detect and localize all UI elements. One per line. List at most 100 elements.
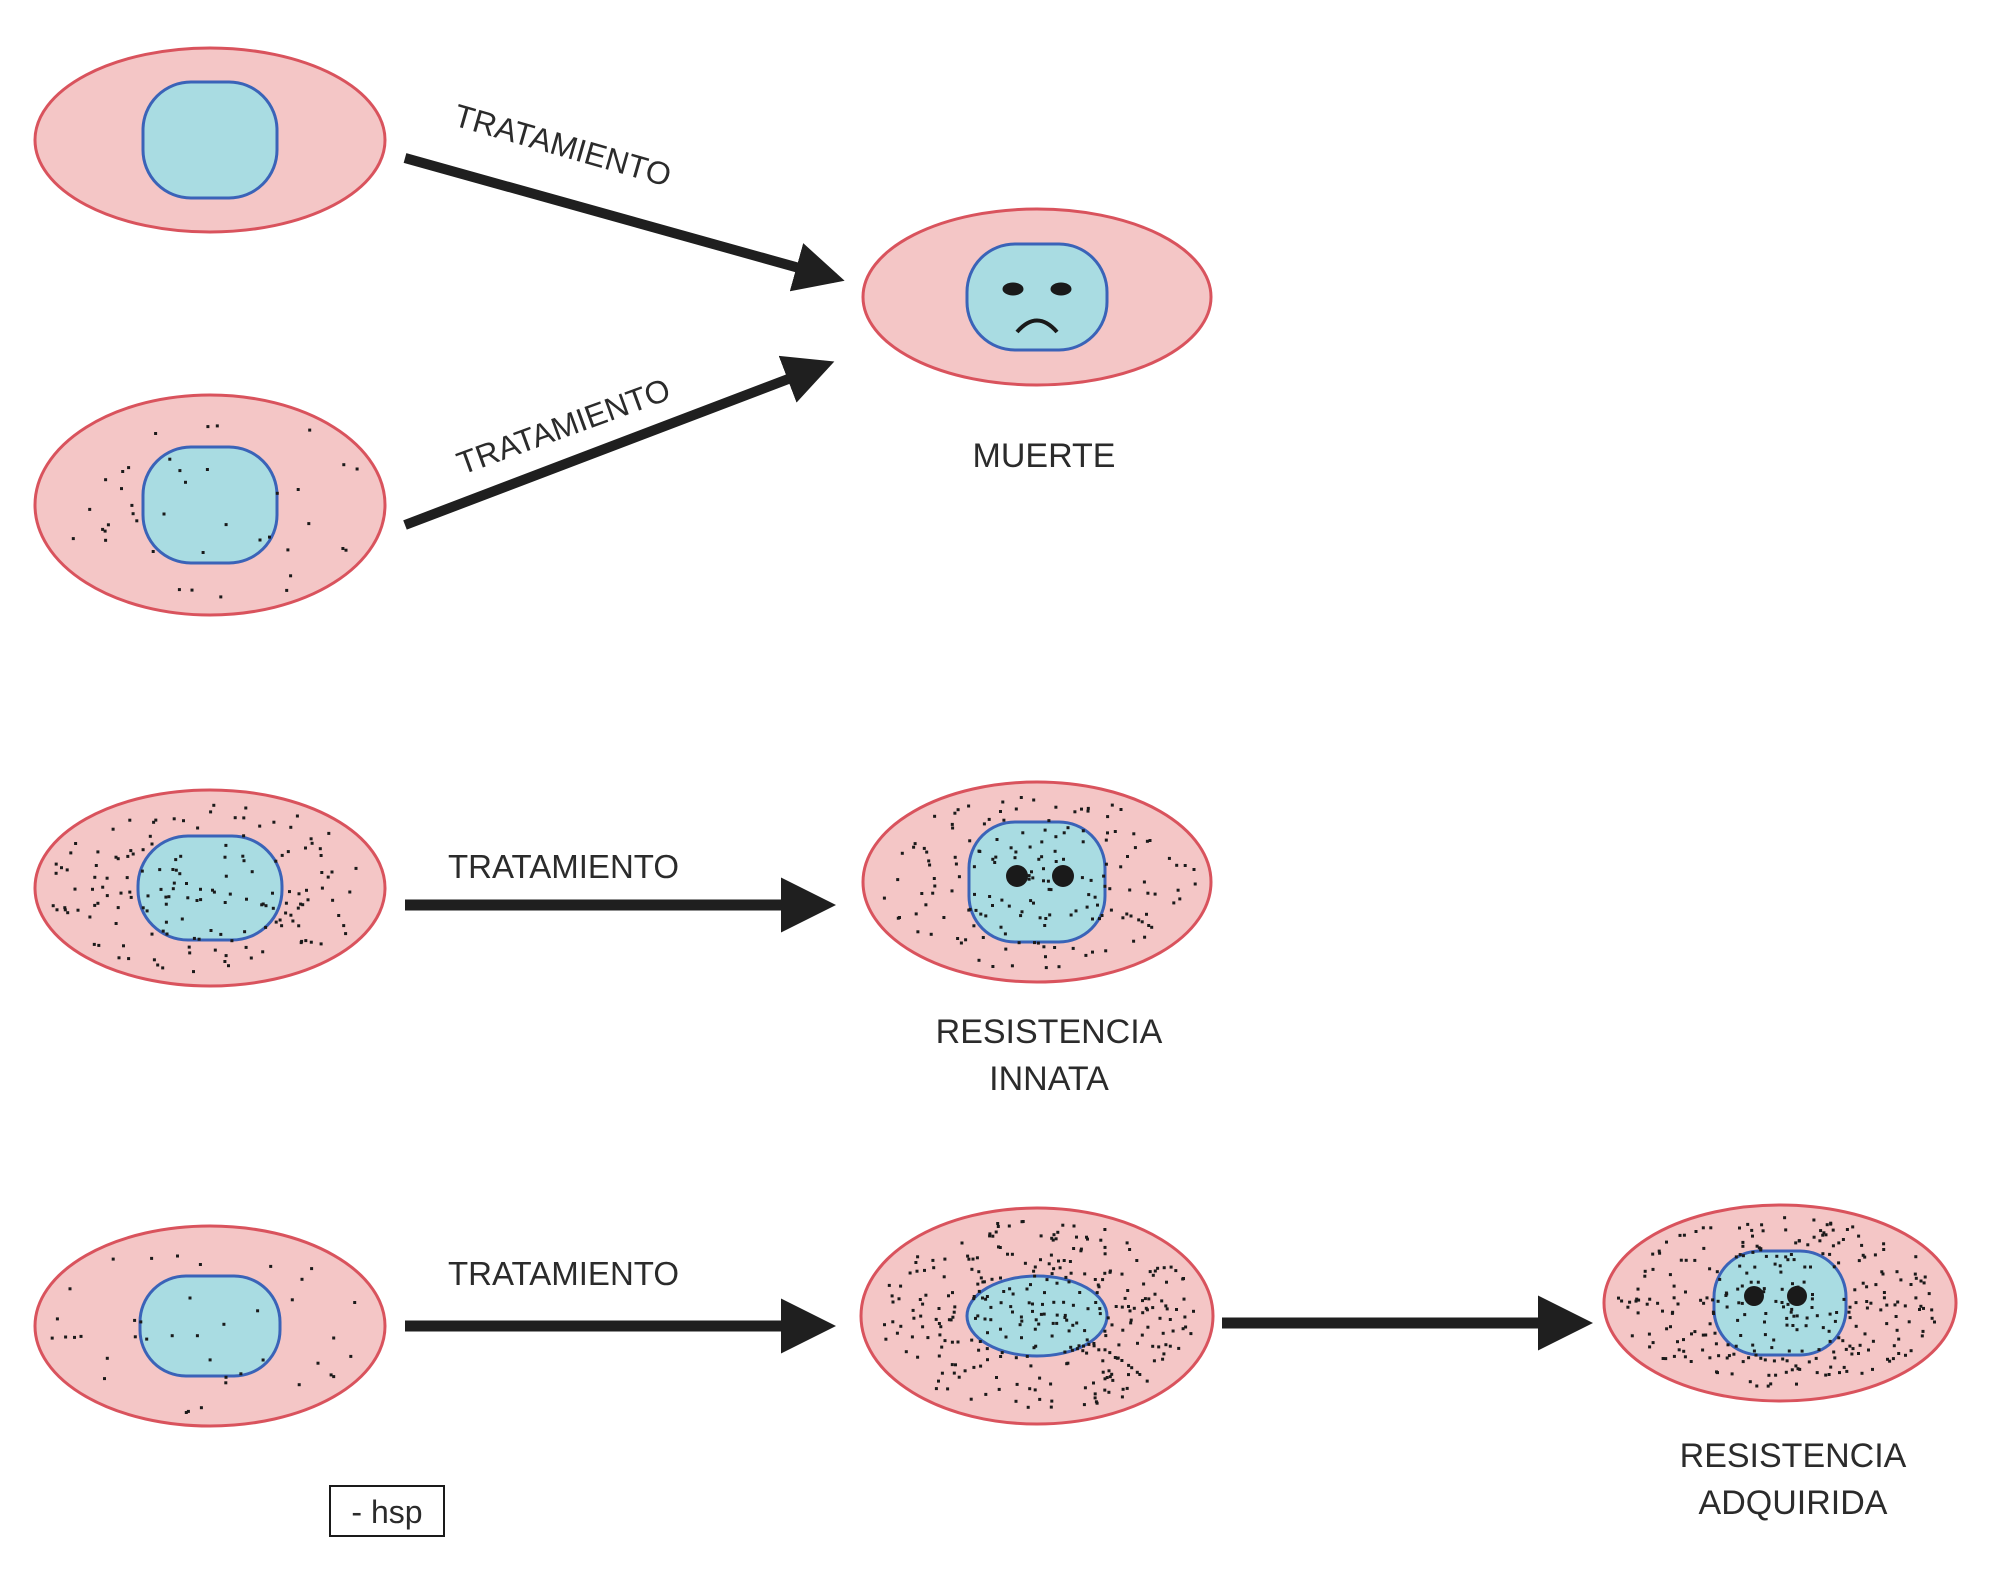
- hsp-dot: [1891, 1357, 1895, 1361]
- hsp-dot: [1770, 1346, 1774, 1350]
- hsp-dot: [140, 869, 144, 873]
- hsp-dot: [1865, 1300, 1869, 1303]
- hsp-dot: [1785, 1316, 1789, 1320]
- hsp-dot: [1141, 1311, 1145, 1315]
- hsp-dot: [1053, 849, 1057, 853]
- hsp-dot: [1072, 1247, 1076, 1250]
- hsp-dot: [185, 882, 188, 885]
- hsp-dot: [1636, 1311, 1640, 1315]
- hsp-dot: [1095, 1291, 1099, 1295]
- hsp-dot: [1807, 1360, 1811, 1364]
- hsp-dot: [1062, 1259, 1066, 1262]
- hsp-dot: [1125, 1241, 1129, 1245]
- hsp-dot: [1080, 807, 1083, 811]
- hsp-dot: [940, 1345, 944, 1349]
- hsp-dot: [1172, 901, 1176, 905]
- hsp-dot: [296, 906, 300, 910]
- hsp-dot: [1888, 1359, 1892, 1363]
- hsp-dot: [915, 1269, 919, 1273]
- hsp-dot: [1672, 1296, 1676, 1300]
- hsp-dot: [1049, 1382, 1053, 1386]
- hsp-dot: [957, 875, 961, 879]
- hsp-dot: [932, 877, 936, 880]
- hsp-dot: [1071, 1323, 1075, 1327]
- hsp-dot: [1115, 1356, 1119, 1360]
- hsp-dot: [1874, 1283, 1878, 1287]
- hsp-dot: [1129, 1321, 1133, 1325]
- hsp-dot: [1665, 1240, 1668, 1244]
- hsp-dot: [139, 1320, 143, 1324]
- hsp-dot: [1161, 1357, 1165, 1361]
- hsp-dot: [937, 1322, 941, 1325]
- hsp-dot: [1008, 1287, 1012, 1291]
- hsp-dot: [290, 1298, 294, 1302]
- hsp-dot: [224, 1375, 228, 1379]
- hsp-dot: [1841, 1339, 1845, 1343]
- hsp-dot: [1069, 1345, 1073, 1349]
- hsp-dot: [306, 898, 310, 902]
- hsp-dot: [1739, 1334, 1743, 1337]
- hsp-dot: [1885, 1322, 1889, 1326]
- hsp-dot: [199, 898, 203, 902]
- hsp-dot: [1848, 1316, 1852, 1320]
- hsp-dot: [1075, 1347, 1079, 1351]
- hsp-dot: [54, 871, 58, 875]
- hsp-dot: [1734, 1344, 1738, 1348]
- hsp-dot: [1083, 1272, 1087, 1276]
- hsp-dot: [1132, 1306, 1136, 1310]
- hsp-dot: [1029, 1364, 1033, 1368]
- hsp-dot: [354, 866, 358, 870]
- hsp-dot: [305, 888, 308, 892]
- hsp-dot: [991, 965, 995, 968]
- hsp-dot: [55, 1317, 59, 1321]
- hsp-dot: [1125, 1386, 1129, 1390]
- hsp-dot: [1861, 1253, 1865, 1257]
- hsp-dot: [1146, 1325, 1150, 1329]
- hsp-dot: [122, 944, 125, 948]
- hsp-dot: [964, 938, 968, 942]
- hsp-dot: [1184, 1325, 1188, 1329]
- hsp-dot: [320, 886, 324, 890]
- death-label: MUERTE: [973, 437, 1116, 475]
- hsp-dot: [969, 1397, 973, 1401]
- hsp-dot: [1837, 1336, 1841, 1340]
- hsp-dot: [74, 842, 78, 845]
- hsp-dot: [910, 1335, 914, 1339]
- hsp-dot: [1007, 904, 1011, 908]
- treatment-label-3: TRATAMIENTO: [448, 848, 679, 885]
- hsp-dot: [1738, 1226, 1741, 1230]
- hsp-dot: [111, 1257, 115, 1261]
- hsp-dot: [963, 1369, 967, 1373]
- hsp-dot: [1049, 888, 1053, 892]
- hsp-dot: [1798, 1367, 1802, 1371]
- hsp-dot: [101, 885, 105, 889]
- hsp-dot: [1129, 1318, 1133, 1322]
- hsp-dot: [947, 1318, 951, 1322]
- hsp-dot: [1842, 1297, 1846, 1301]
- hsp-dot: [1904, 1353, 1907, 1357]
- hsp-dot: [1763, 1358, 1767, 1362]
- hsp-dot: [1628, 1300, 1632, 1304]
- hsp-dot: [1763, 1320, 1766, 1324]
- hsp-dot: [151, 550, 155, 553]
- hsp-dot: [986, 1331, 989, 1335]
- cell-normal-top: [33, 46, 387, 234]
- hsp-dot: [272, 820, 276, 824]
- hsp-dot: [922, 846, 926, 850]
- hsp-dot: [224, 523, 228, 527]
- hsp-dot: [1148, 839, 1152, 842]
- hsp-dot: [985, 1295, 989, 1298]
- hsp-dot: [1693, 1258, 1697, 1262]
- hsp-dot: [971, 1257, 975, 1261]
- hsp-dot: [947, 1294, 950, 1298]
- hsp-dot: [1019, 914, 1023, 918]
- hsp-dot: [1665, 1327, 1669, 1331]
- hsp-dot: [348, 890, 352, 894]
- hsp-dot: [1098, 1307, 1102, 1311]
- hsp-dot: [297, 892, 301, 896]
- hsp-dot: [1913, 1272, 1917, 1276]
- hsp-dot: [1896, 1300, 1900, 1304]
- hsp-dot: [1755, 1244, 1759, 1248]
- hsp-dot: [1153, 1269, 1157, 1273]
